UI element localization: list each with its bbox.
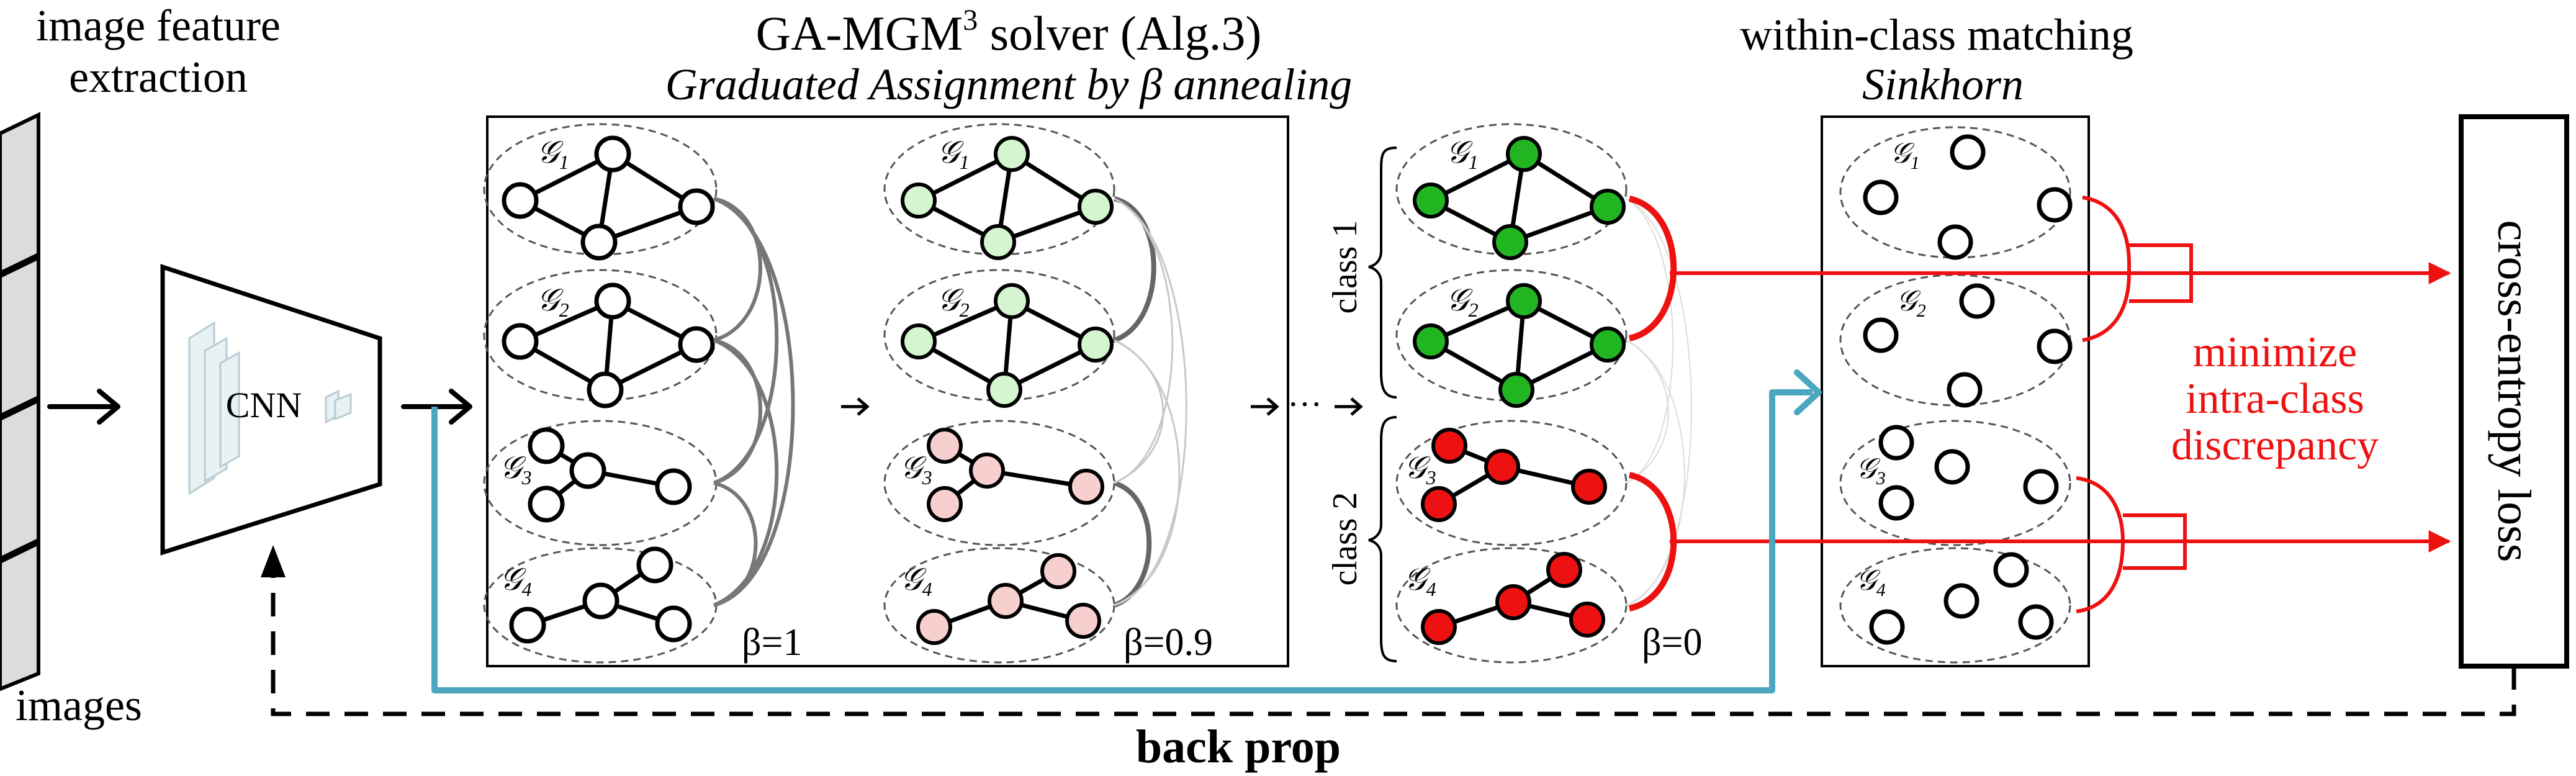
stage-beta-label: β=0.9 <box>1124 621 1213 664</box>
minimize-text-line1: minimize <box>2193 328 2357 376</box>
class-matching-links <box>1628 196 1677 611</box>
stage-beta-label: β=0 <box>1642 621 1703 664</box>
cnn-block <box>160 264 382 556</box>
graph-label: 𝒢4 <box>1856 564 1886 600</box>
graph-label: 𝒢4 <box>500 562 532 600</box>
image-panel <box>0 540 40 692</box>
graph-label: 𝒢3 <box>1856 453 1886 489</box>
back-prop-arrow <box>271 577 2516 716</box>
loss-box <box>2459 114 2569 669</box>
cnn-layers-icon <box>188 321 352 495</box>
solver-subtitle: Graduated Assignment by β annealing <box>665 60 1352 109</box>
stage-beta-0-9: 𝒢1 𝒢2 𝒢3 <box>883 123 1213 664</box>
graph-g4: 𝒢4 <box>883 547 1115 664</box>
class1-label: class 1 <box>1326 220 1364 314</box>
graph-g3: 𝒢3 <box>483 420 718 546</box>
loss-arrows <box>1670 196 2451 613</box>
graph-label: 𝒢2 <box>537 282 569 321</box>
stage-beta-1: 𝒢1 𝒢2 𝒢3 <box>483 123 803 664</box>
feature-extraction-title-line1: image feature <box>36 1 281 50</box>
graph-label: 𝒢1 <box>937 135 970 173</box>
graph-g3: 𝒢3 <box>1395 420 1628 546</box>
graph-label: 𝒢3 <box>500 450 532 489</box>
graph-g2: 𝒢2 <box>883 269 1115 408</box>
image-panel <box>0 397 40 561</box>
back-prop-arrowhead <box>261 545 286 577</box>
cnn-label: CNN <box>226 385 302 425</box>
graph-g1: 𝒢1 <box>1839 126 2073 260</box>
graph-label: 𝒢2 <box>937 282 970 321</box>
image-panel <box>0 112 40 276</box>
loss-label: cross-entropy loss <box>2488 220 2540 562</box>
sinkhorn-graphs: 𝒢1 𝒢2 𝒢3 𝒢4 <box>1839 126 2073 664</box>
graph-g2: 𝒢2 <box>483 269 718 408</box>
matching-subtitle: Sinkhorn <box>1862 60 2024 109</box>
faint-links <box>1626 198 1692 606</box>
matching-title: within-class matching <box>1740 10 2133 60</box>
stage-dots: ··· <box>1287 386 1322 424</box>
stage-beta-label: β=1 <box>742 621 803 664</box>
matching-box <box>1821 115 2090 667</box>
graph-label: 𝒢1 <box>537 135 569 173</box>
solver-box <box>486 115 1289 667</box>
class2-label: class 2 <box>1326 492 1364 586</box>
graph-g4: 𝒢4 <box>1839 547 2071 664</box>
minimize-text-line2: intra-class <box>2186 375 2364 423</box>
graph-g4: 𝒢4 <box>483 546 718 664</box>
matching-links <box>1113 196 1187 608</box>
images-label: images <box>16 680 142 730</box>
solver-title: GA-MGM3 solver (Alg.3) <box>756 4 1262 60</box>
graph-g1: 𝒢1 <box>1395 123 1628 260</box>
feature-skip-arrow <box>431 369 1822 693</box>
graph-g1: 𝒢1 <box>483 123 718 261</box>
graph-label: 𝒢3 <box>900 450 932 489</box>
matching-links <box>713 197 795 607</box>
arrow-to-cnn <box>47 389 120 425</box>
graph-label: 𝒢4 <box>900 562 932 600</box>
graph-g2: 𝒢2 <box>1395 269 1628 408</box>
graph-g2: 𝒢2 <box>1839 274 2073 408</box>
graph-g3: 𝒢3 <box>883 420 1115 546</box>
graph-label: 𝒢1 <box>1446 135 1479 173</box>
image-stack <box>0 112 40 692</box>
graph-label: 𝒢4 <box>1404 562 1436 600</box>
graph-g3: 𝒢3 <box>1839 420 2071 546</box>
back-prop-label: back prop <box>1136 721 1341 773</box>
feature-extraction-title-line2: extraction <box>69 52 248 102</box>
image-panel <box>0 255 40 418</box>
stage-arrow <box>841 397 870 416</box>
class1-brace <box>1368 147 1397 399</box>
graph-label: 𝒢2 <box>1896 285 1926 321</box>
class2-brace <box>1368 416 1397 662</box>
graph-g1: 𝒢1 <box>883 123 1115 260</box>
stage-arrow <box>1251 397 1363 416</box>
graph-label: 𝒢3 <box>1404 450 1436 489</box>
stage-beta-0: class 1 class 2 𝒢1 𝒢2 <box>1326 123 1703 664</box>
graph-label: 𝒢2 <box>1446 282 1479 321</box>
graph-label: 𝒢1 <box>1890 137 1920 173</box>
minimize-text-line3: discrepancy <box>2171 422 2379 469</box>
graph-g4: 𝒢4 <box>1395 547 1628 664</box>
